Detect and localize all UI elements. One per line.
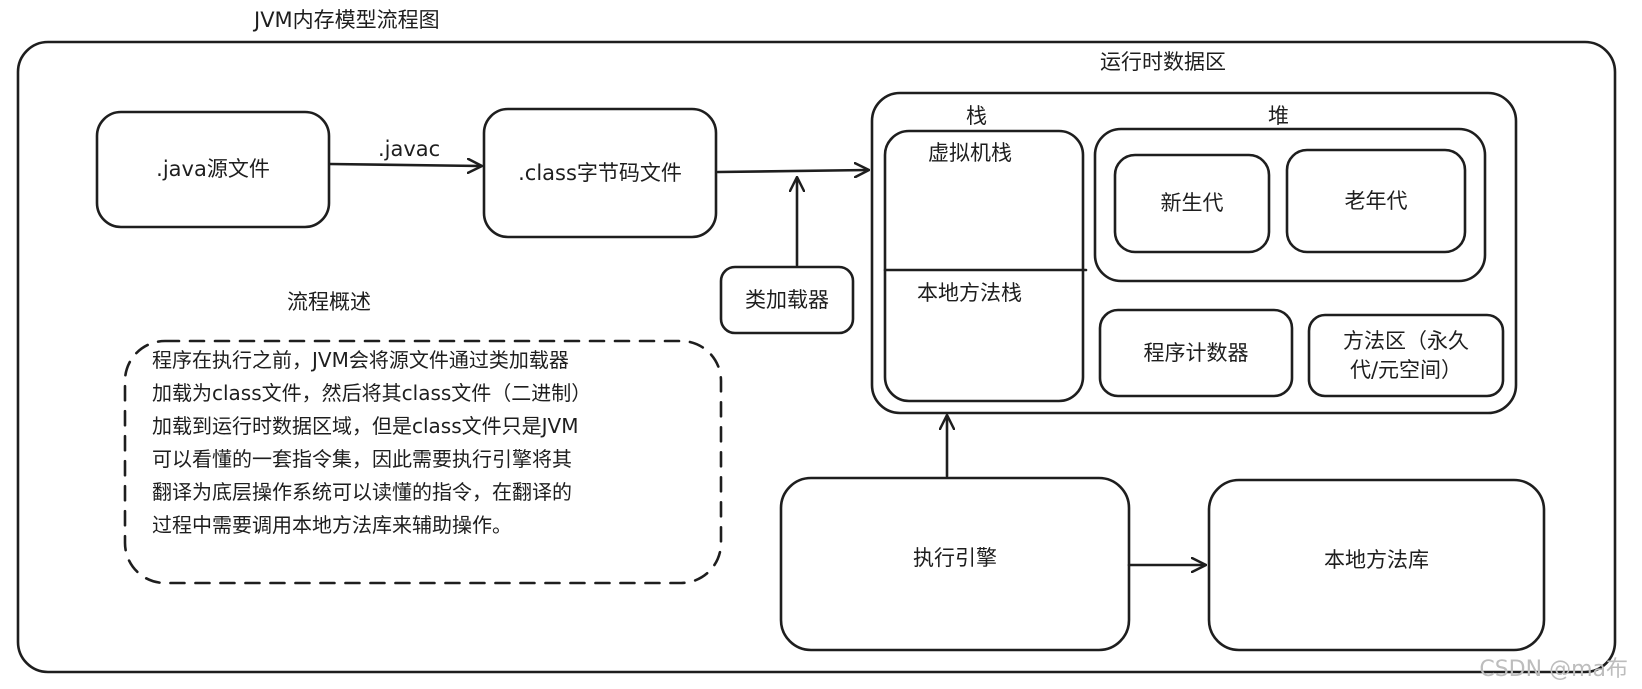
vm-stack-label: 虚拟机栈 — [928, 141, 1012, 165]
method-area-line-1: 方法区（永久 — [1343, 329, 1469, 354]
stack-label: 栈 — [966, 104, 987, 128]
overview-box — [123, 339, 723, 585]
class-loader-label: 类加载器 — [745, 287, 829, 312]
runtime-area-label: 运行时数据区 — [1100, 50, 1226, 74]
native-library-box — [1207, 478, 1546, 652]
java-source-label: .java源文件 — [156, 157, 270, 182]
young-gen-box — [1113, 153, 1271, 254]
diagram-title: JVM内存模型流程图 — [254, 8, 440, 32]
overview-heading: 流程概述 — [287, 290, 371, 314]
class-file-box — [482, 107, 718, 239]
outer-frame — [16, 40, 1617, 674]
method-area-label: 方法区（永久 代/元空间） — [1309, 315, 1503, 396]
java-source-box — [95, 110, 331, 229]
native-method-stack-label: 本地方法栈 — [917, 281, 1022, 305]
method-area-line-2: 代/元空间） — [1349, 357, 1463, 382]
class-file-label: .class字节码文件 — [518, 160, 682, 185]
program-counter-box — [1098, 308, 1294, 398]
javac-label: .javac — [378, 137, 441, 161]
overview-text: 程序在执行之前，JVM会将源文件通过类加载器 加载为class文件，然后将其cl… — [152, 348, 592, 537]
class-loader-box — [719, 265, 855, 335]
program-counter-label: 程序计数器 — [1143, 340, 1249, 365]
heap-label: 堆 — [1268, 104, 1289, 128]
watermark: CSDN @ma布 — [1479, 657, 1628, 682]
heap-box — [1093, 127, 1487, 283]
stack-box — [883, 129, 1085, 403]
native-library-label: 本地方法库 — [1324, 547, 1429, 572]
young-gen-label: 新生代 — [1160, 191, 1224, 216]
old-gen-box — [1285, 148, 1467, 254]
old-gen-label: 老年代 — [1344, 188, 1408, 213]
arrow-java-to-class — [328, 164, 481, 166]
method-area-box — [1307, 313, 1505, 398]
arrow-class-to-runtime — [716, 170, 868, 172]
runtime-area-box — [870, 91, 1518, 415]
execution-engine-label: 执行引擎 — [913, 545, 997, 570]
